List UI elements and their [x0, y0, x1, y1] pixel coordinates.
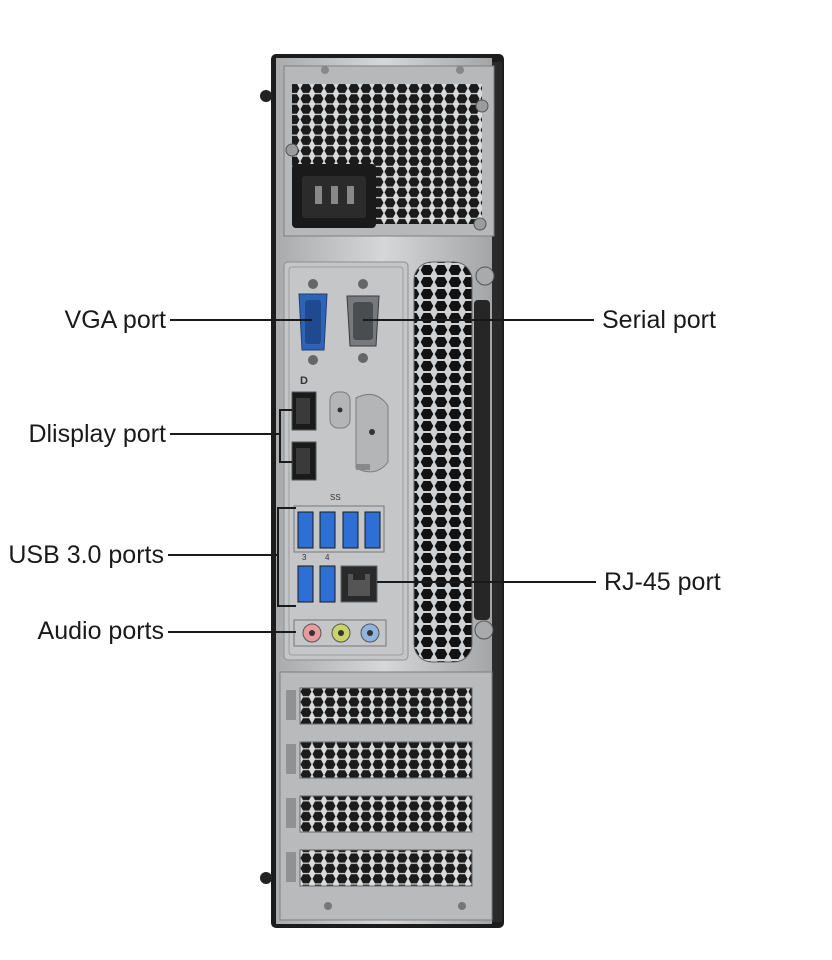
- power-supply-unit: [283, 65, 495, 237]
- serial-port-label: Serial port: [602, 306, 716, 334]
- leader-lines: [168, 319, 596, 633]
- superspeed-logo: SS: [330, 493, 341, 502]
- audio-ports-label: Audio ports: [37, 617, 164, 645]
- leader-line-display-bracket: [279, 409, 292, 463]
- side-vent-grille: [413, 261, 473, 663]
- displayport-icon: D: [291, 375, 317, 481]
- usb-port-number-3: 3: [302, 553, 307, 562]
- usb-port-icon: [364, 511, 381, 549]
- usb-port-icon: [297, 565, 314, 603]
- usb-ports-group: 3 4 SS: [293, 493, 385, 603]
- displayport-logo: D: [300, 375, 308, 387]
- usb-port-icon: [319, 565, 336, 603]
- expansion-slot-cover: [299, 687, 473, 725]
- power-connector-icon: [292, 164, 376, 228]
- usb-port-icon: [319, 511, 336, 549]
- expansion-slot-cover: [299, 849, 473, 887]
- ps2-area-icon: [329, 391, 389, 473]
- expansion-slot-cover: [299, 795, 473, 833]
- rj45-port-icon: [340, 565, 378, 603]
- display-port-label: Dlisplay port: [28, 420, 166, 448]
- usb-port-icon: [342, 511, 359, 549]
- expansion-slot-cover: [299, 741, 473, 779]
- leader-line-usb-bracket: [277, 507, 296, 555]
- vga-port-icon: [298, 279, 328, 365]
- leader-line-usb: [168, 554, 296, 607]
- audio-ports-group: [293, 619, 387, 647]
- vga-port-label: VGA port: [64, 306, 166, 334]
- usb-port-number-4: 4: [325, 553, 330, 562]
- expansion-slots: [279, 671, 493, 921]
- usb-port-icon: [297, 511, 314, 549]
- usb-ports-label: USB 3.0 ports: [8, 541, 164, 569]
- rj45-port-label: RJ-45 port: [604, 568, 721, 596]
